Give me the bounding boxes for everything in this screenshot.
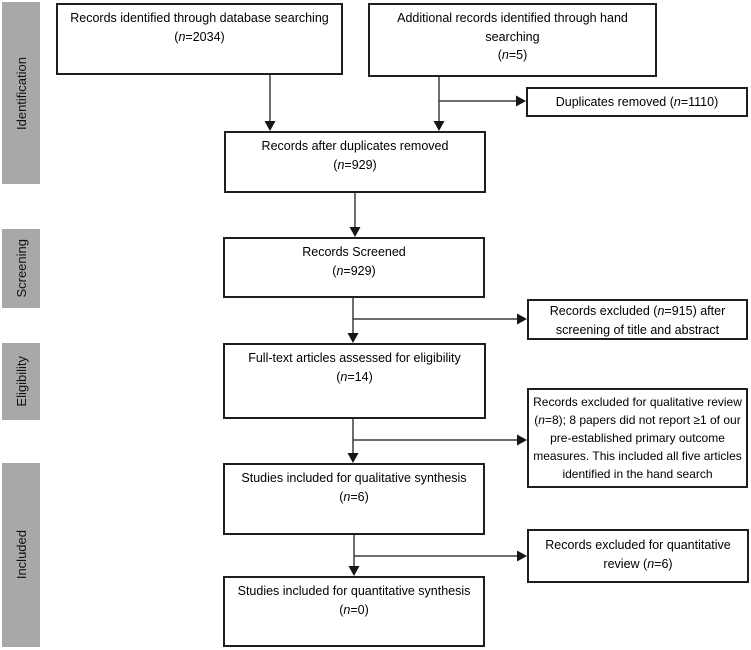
box-duplicates-removed: Duplicates removed (n=1110): [526, 87, 748, 117]
stage-label-eligibility: Eligibility: [13, 356, 29, 407]
stage-bar-included: Included: [2, 463, 40, 647]
stage-bar-identification: Identification: [2, 2, 40, 184]
box-records-screened: Records Screened(n=929): [223, 237, 485, 298]
stage-bar-screening: Screening: [2, 229, 40, 308]
connector-qualitative-to-quantitative-and-excluded: [348, 535, 527, 576]
box-excluded-qualitative-review: Records excluded for qualitative review(…: [527, 388, 748, 488]
stage-label-screening: Screening: [13, 239, 29, 298]
connector-screened-to-fulltext-and-excluded: [347, 298, 527, 343]
box-fulltext-assessed: Full-text articles assessed for eligibil…: [223, 343, 486, 419]
connector-afterduplicates-to-screened: [349, 193, 361, 237]
box-records-after-duplicates: Records after duplicates removed(n=929): [224, 131, 486, 193]
stage-bar-eligibility: Eligibility: [2, 343, 40, 420]
box-quantitative-synthesis: Studies included for quantitative synthe…: [223, 576, 485, 647]
box-qualitative-synthesis: Studies included for qualitative synthes…: [223, 463, 485, 535]
connector-fulltext-to-qualitative-and-excluded: [347, 419, 527, 463]
stage-label-included: Included: [13, 530, 29, 580]
connector-database-to-afterduplicates: [264, 75, 276, 131]
box-records-database-search: Records identified through database sear…: [56, 3, 343, 75]
box-records-hand-search: Additional records identified through ha…: [368, 3, 657, 77]
stage-label-identification: Identification: [13, 56, 29, 130]
connector-handsearch-to-afterduplicates-and-duplicates: [433, 77, 526, 131]
